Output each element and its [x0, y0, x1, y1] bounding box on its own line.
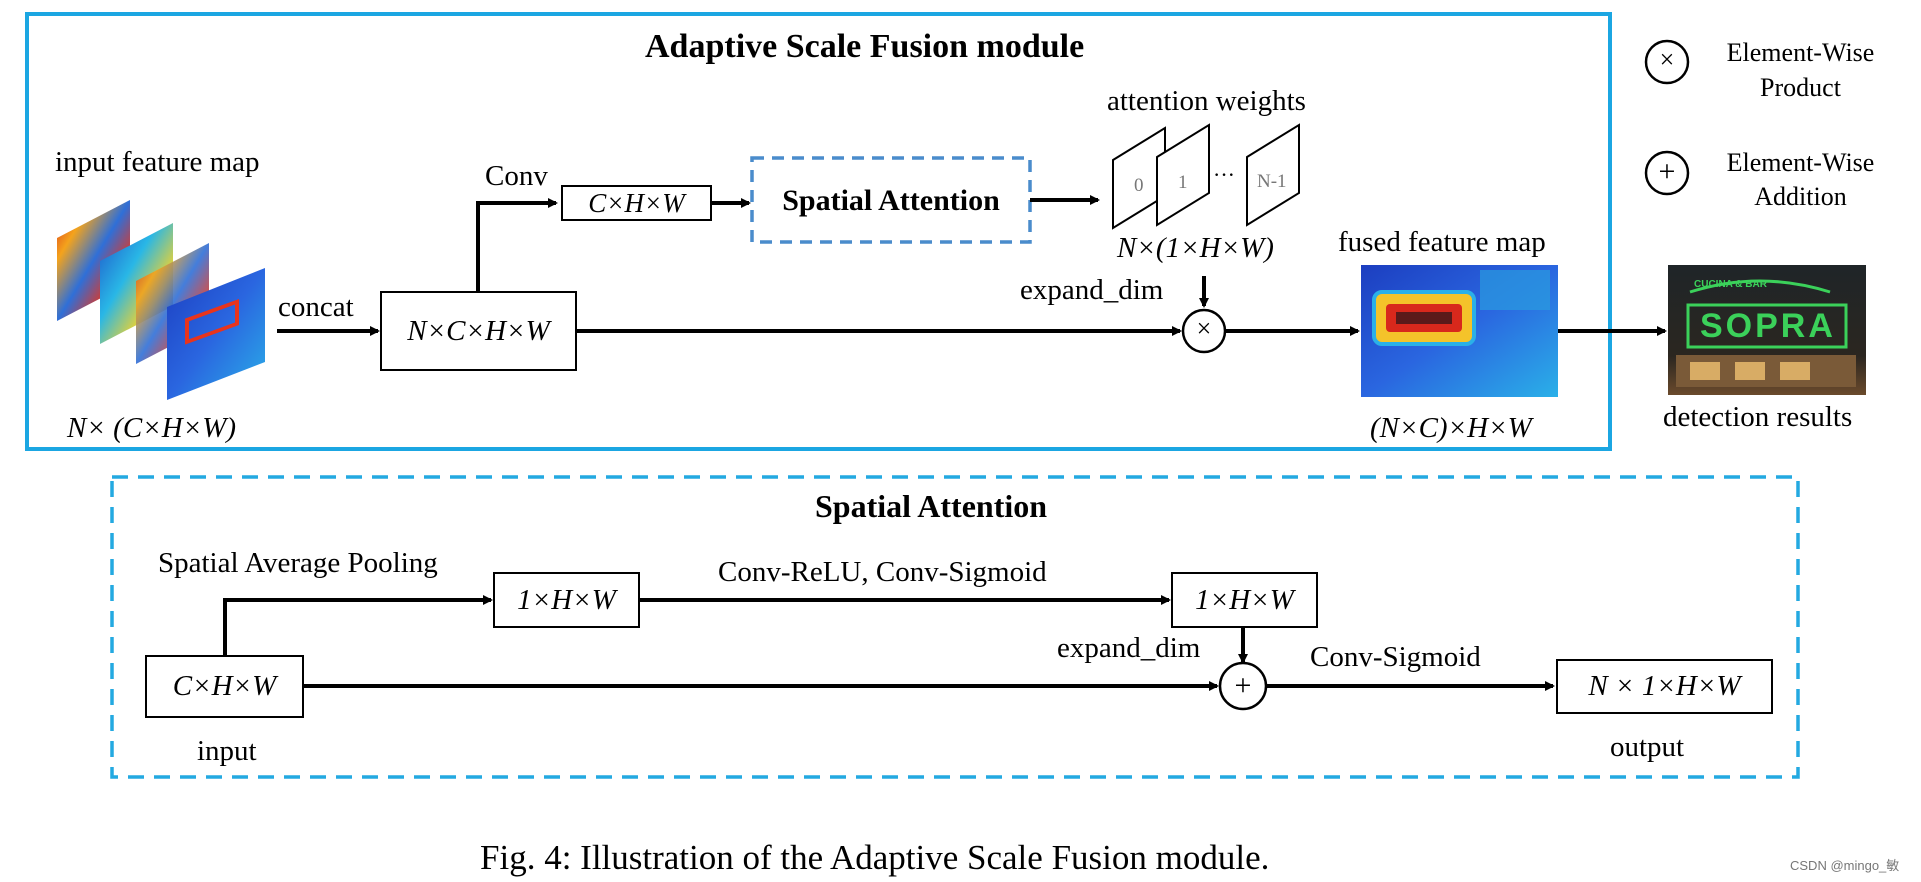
legend-product-label-1: Element-Wise	[1726, 38, 1875, 67]
watermark: CSDN @mingo_敏	[1790, 858, 1900, 873]
conv-label: Conv	[485, 160, 548, 192]
attention-weights-label: attention weights	[1107, 85, 1306, 117]
weight-card-n-1: N-1	[1257, 171, 1287, 192]
product-symbol: ×	[1196, 314, 1212, 343]
expand-dim-label-top: expand_dim	[1020, 274, 1164, 306]
weight-card-0: 0	[1134, 175, 1144, 196]
legend-product-label-2: Product	[1760, 73, 1841, 102]
concat-label: concat	[278, 291, 354, 323]
weights-dims-label: N×(1×H×W)	[1117, 232, 1274, 264]
detection-results-image	[1668, 265, 1866, 395]
legend-product-icon	[1644, 39, 1690, 85]
legend-add-label-2: Addition	[1754, 182, 1847, 211]
legend-add-icon	[1644, 150, 1690, 196]
legend-product-symbol: ×	[1659, 45, 1675, 74]
input-feature-map-label: input feature map	[55, 146, 260, 178]
fused-feature-map-image	[1361, 265, 1558, 397]
sa-output-label: output	[1610, 731, 1685, 763]
conv-sigmoid-label: Conv-Sigmoid	[1310, 641, 1481, 673]
input-feature-map-stack	[57, 200, 265, 400]
spatial-attention-box	[750, 156, 1032, 244]
expand-dim-label-bottom: expand_dim	[1057, 632, 1201, 664]
asf-module-frame	[25, 12, 1612, 451]
spatial-attention-detail-frame	[110, 475, 1800, 779]
sa-title: Spatial Attention	[815, 488, 1048, 524]
input-dims-label: N× (C×H×W)	[67, 412, 237, 444]
pooling-label: Spatial Average Pooling	[158, 547, 438, 579]
sa-input-box: C×H×W	[145, 655, 304, 718]
fused-dims-label: (N×C)×H×W	[1370, 412, 1532, 444]
legend-add-label-1: Element-Wise	[1726, 148, 1875, 177]
detection-results-label: detection results	[1663, 401, 1853, 433]
addition-symbol: +	[1234, 669, 1252, 702]
conv-relu-label: Conv-ReLU, Conv-Sigmoid	[718, 556, 1047, 588]
concat-box: N×C×H×W	[380, 291, 577, 371]
conv-sigmoid-output-box: 1×H×W	[1171, 572, 1318, 628]
attention-weight-cards	[1112, 123, 1300, 230]
sign-top-text: CUCINA & BAR	[1694, 279, 1767, 290]
legend-add-symbol: +	[1658, 155, 1676, 188]
weight-cards-ellipsis: ···	[1213, 162, 1235, 187]
sa-output-box: N × 1×H×W	[1556, 659, 1773, 714]
weight-card-1: 1	[1178, 172, 1188, 193]
pooling-output-box: 1×H×W	[493, 572, 640, 628]
conv-output-box: C×H×W	[561, 185, 712, 221]
asf-title: Adaptive Scale Fusion module	[645, 28, 1085, 65]
sa-input-label: input	[197, 735, 257, 767]
fused-feature-map-label: fused feature map	[1338, 226, 1546, 258]
figure-caption: Fig. 4: Illustration of the Adaptive Sca…	[480, 838, 1270, 877]
spatial-attention-box-label: Spatial Attention	[782, 184, 1000, 217]
sign-main-text: SOPRA	[1700, 307, 1836, 345]
